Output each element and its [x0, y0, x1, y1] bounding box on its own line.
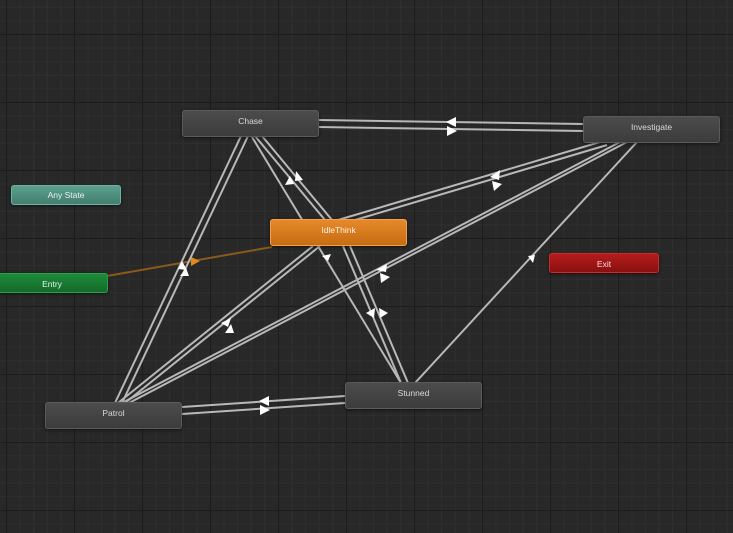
state-investigate[interactable]: Investigate: [583, 116, 720, 143]
state-entry[interactable]: Entry: [0, 273, 108, 293]
state-any-state[interactable]: Any State: [11, 185, 121, 205]
state-exit[interactable]: Exit: [549, 253, 659, 273]
state-exit-label: Exit: [596, 259, 612, 269]
transition-stunned-investigate[interactable]: [414, 141, 638, 384]
transition-investigate-patrol[interactable]: [121, 141, 628, 404]
transition-chase-patrol[interactable]: [114, 135, 249, 404]
state-investigate-label: Investigate: [630, 122, 673, 132]
state-idlethink[interactable]: IdleThink: [270, 219, 407, 246]
state-stunned[interactable]: Stunned: [345, 382, 482, 409]
state-stunned-label: Stunned: [397, 388, 430, 398]
transition-chase-stunned[interactable]: [251, 136, 402, 384]
transition-chase-idlethink[interactable]: [254, 135, 333, 221]
state-idlethink-label: IdleThink: [321, 225, 356, 235]
transition-idlethink-stunned[interactable]: [342, 245, 409, 384]
state-entry-label: Entry: [42, 279, 62, 289]
transition-patrol-stunned[interactable]: [181, 395, 346, 415]
state-chase-label: Chase: [238, 116, 263, 126]
state-patrol-label: Patrol: [102, 408, 125, 418]
transition-idlethink-patrol[interactable]: [117, 245, 321, 404]
state-any-state-label: Any State: [47, 190, 85, 200]
state-chase[interactable]: Chase: [182, 110, 319, 137]
transition-idlethink-investigate[interactable]: [337, 141, 608, 224]
transition-chase-investigate[interactable]: [317, 117, 584, 136]
state-patrol[interactable]: Patrol: [45, 402, 182, 429]
